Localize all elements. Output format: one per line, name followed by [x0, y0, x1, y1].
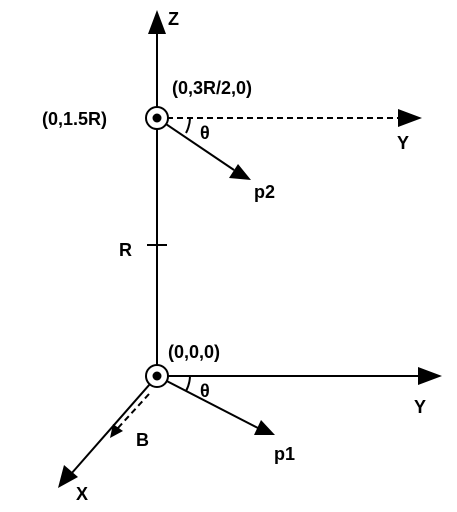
lower-y-axis-label: Y: [414, 397, 426, 417]
upper-angle-arc: [185, 117, 191, 134]
upper-angle-label: θ: [200, 123, 210, 143]
upper-wire-icon: [145, 106, 169, 130]
upper-coord-label: (0,1.5R): [42, 109, 107, 129]
z-axis-arrowhead: [148, 10, 166, 34]
p2-label: p2: [254, 182, 275, 202]
x-axis-label: X: [76, 484, 88, 504]
p2-arrowhead: [229, 164, 251, 180]
upper-point-label: (0,3R/2,0): [172, 78, 252, 98]
lower-y-axis-arrowhead: [418, 367, 442, 385]
b-field-arrowhead: [110, 424, 123, 438]
r-label: R: [119, 240, 132, 260]
origin-label: (0,0,0): [168, 342, 220, 362]
z-axis-label: Z: [168, 9, 179, 29]
b-field-label: B: [136, 430, 149, 450]
lower-angle-label: θ: [200, 381, 210, 401]
upper-y-axis-arrowhead: [398, 109, 422, 127]
origin-wire-icon: [145, 364, 169, 388]
lower-angle-arc: [185, 375, 191, 392]
p1-arrowhead: [254, 420, 275, 435]
b-field-dashed-line: [117, 393, 150, 429]
p2-vector-line: [156, 117, 235, 171]
upper-y-axis-label: Y: [397, 133, 409, 153]
p1-vector-line: [156, 375, 259, 429]
p1-label: p1: [274, 444, 295, 464]
x-axis-arrowhead: [58, 465, 78, 488]
